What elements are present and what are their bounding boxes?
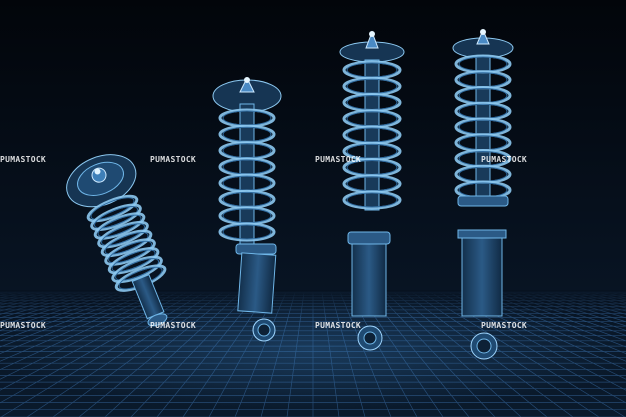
- spring-coil: [342, 190, 402, 210]
- spring-coil: [90, 203, 142, 232]
- watermark: PUMASTOCK: [150, 321, 197, 330]
- spring-coil-inner: [90, 197, 135, 220]
- spring-coil-inner: [222, 224, 272, 240]
- watermark: PUMASTOCK: [315, 155, 362, 164]
- spring-coil: [107, 247, 160, 275]
- spring-coil-inner: [101, 223, 146, 246]
- watermark: PUMASTOCK: [481, 155, 528, 164]
- shock-absorber-1: [66, 154, 168, 327]
- spring-coil: [97, 220, 149, 249]
- spring-coil-inner: [111, 249, 156, 273]
- spring-coil: [93, 212, 146, 240]
- watermark: PUMASTOCK: [150, 155, 197, 164]
- spring-coil-inner: [346, 192, 398, 208]
- spring-coil-inner: [115, 258, 160, 281]
- spring-coil-inner: [104, 232, 149, 255]
- spring-coil-inner: [97, 214, 142, 238]
- spring-coil-inner: [108, 240, 153, 264]
- spring-coil-inner: [94, 205, 138, 229]
- spring-coil: [104, 238, 156, 266]
- spring-coil: [86, 194, 139, 223]
- spring-coil: [111, 255, 163, 284]
- floor-glow: [0, 290, 626, 410]
- shock-absorber-4: [452, 28, 514, 360]
- watermark: PUMASTOCK: [481, 321, 528, 330]
- spring-coil: [218, 222, 276, 242]
- shock-absorber-2: [212, 76, 282, 342]
- watermark: PUMASTOCK: [0, 155, 47, 164]
- watermark: PUMASTOCK: [315, 321, 362, 330]
- spring-coil: [100, 229, 153, 258]
- watermark: PUMASTOCK: [0, 321, 47, 330]
- shock-absorber-3: [339, 30, 405, 351]
